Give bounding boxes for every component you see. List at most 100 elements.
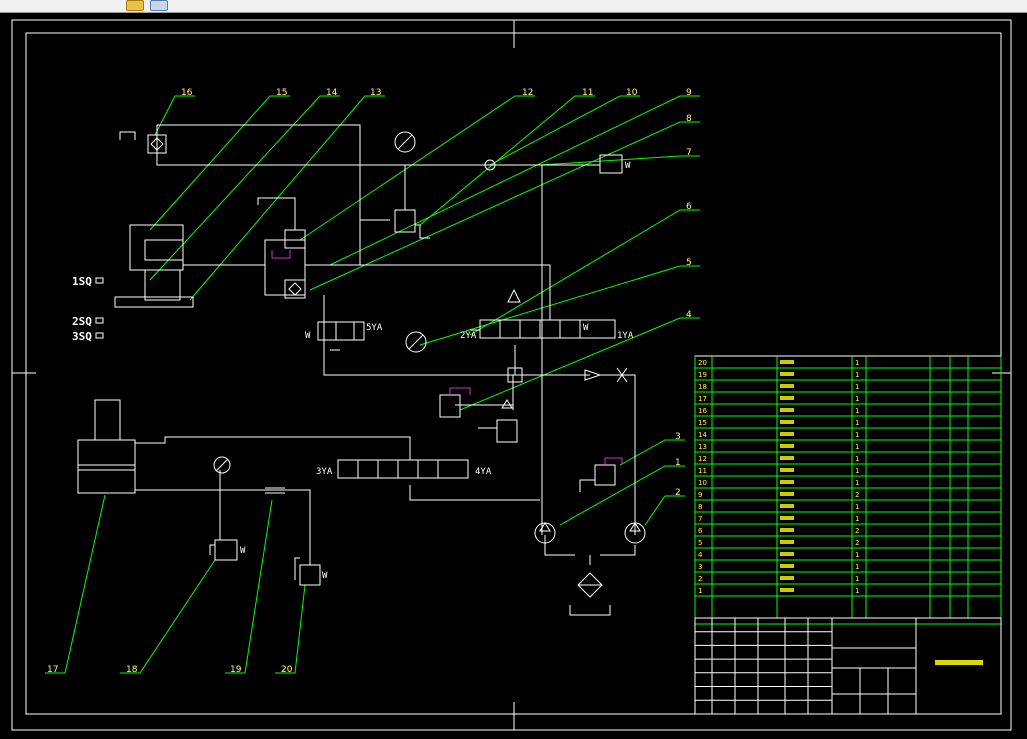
bom-row-number: 8	[698, 503, 702, 511]
bom-row-name-mark	[780, 456, 794, 460]
pressure-gauge-mid	[405, 331, 427, 353]
bom-row-name-mark	[780, 492, 794, 496]
bom-row-name-mark	[780, 396, 794, 400]
leader-lines	[45, 95, 700, 674]
bom-row-number: 11	[698, 467, 707, 475]
solenoid-valve-5ya: W 5YA	[305, 321, 383, 351]
bom-row-name-mark	[780, 480, 794, 484]
callout-3: 3	[675, 432, 681, 442]
callout-8: 8	[686, 114, 692, 124]
bom-row-number: 1	[698, 587, 702, 595]
junction-block	[507, 367, 523, 383]
bom-row-qty: 2	[855, 539, 859, 547]
callout-11: 11	[582, 88, 593, 98]
solenoid-valve-1ya-2ya: 2YA 1YA W	[460, 288, 634, 341]
solenoid-valve-3ya-4ya: 3YA 4YA	[316, 459, 492, 479]
callout-16: 16	[181, 88, 193, 98]
valve-7: W	[599, 154, 631, 174]
window-icon[interactable]	[150, 0, 168, 11]
bom-row-qty: 1	[855, 395, 859, 403]
callout-17: 17	[47, 665, 58, 675]
bom-row-number: 19	[698, 371, 707, 379]
bom-row-number: 9	[698, 491, 702, 499]
label-1sq: 1SQ	[72, 275, 92, 288]
outer-frame	[11, 19, 1012, 731]
bom-row-qty: 1	[855, 431, 859, 439]
bom-row-name-mark	[780, 516, 794, 520]
bom-row-qty: 1	[855, 503, 859, 511]
bom-row-qty: 1	[855, 563, 859, 571]
valve-1ya-w-label: W	[583, 323, 589, 333]
bom-row-number: 16	[698, 407, 707, 415]
bom-row-name-mark	[780, 528, 794, 532]
callout-numbers: 16 15 14 13 12 11 10 9 8 7 6 5 4 3 1 2 1…	[47, 88, 692, 675]
valve-18-w-label: W	[240, 546, 246, 556]
callout-6: 6	[686, 202, 692, 212]
toolbar-strip	[0, 0, 1027, 13]
valve-7-w-label: W	[625, 161, 631, 171]
bom-row-number: 3	[698, 563, 702, 571]
check-valve-11	[484, 159, 496, 171]
bom-row-qty: 1	[855, 383, 859, 391]
bom-row-name-mark	[780, 432, 794, 436]
pump-1	[534, 522, 556, 544]
folder-icon[interactable]	[126, 0, 144, 11]
bom-row-name-mark	[780, 576, 794, 580]
valve-20-w-label: W	[322, 571, 328, 581]
callout-9: 9	[686, 88, 692, 98]
title-block	[694, 617, 1002, 715]
callout-7: 7	[686, 148, 692, 158]
valve-5ya-w-label: W	[305, 331, 311, 341]
label-3sq: 3SQ	[72, 330, 92, 343]
relief-valve-4	[439, 387, 518, 443]
bom-row-qty: 1	[855, 443, 859, 451]
bom-row-number: 4	[698, 551, 703, 559]
bom-row-number: 20	[698, 359, 707, 367]
bom-row-name-mark	[780, 372, 794, 376]
pressure-gauge-left	[213, 456, 231, 474]
valve-13	[257, 197, 306, 299]
label-2ya: 2YA	[460, 331, 477, 341]
callout-14: 14	[326, 88, 338, 98]
bom-row-qty: 1	[855, 419, 859, 427]
bom-row-number: 2	[698, 575, 702, 583]
bom-row-qty: 1	[855, 407, 859, 415]
callout-20: 20	[281, 665, 293, 675]
callout-1: 1	[675, 458, 681, 468]
bom-row-qty: 1	[855, 587, 859, 595]
bom-row-qty: 2	[855, 491, 859, 499]
valve-16	[119, 131, 167, 154]
bom-row-name-mark	[780, 420, 794, 424]
callout-4: 4	[686, 310, 692, 320]
bom-row-qty: 1	[855, 515, 859, 523]
callout-15: 15	[276, 88, 287, 98]
bom-row-qty: 1	[855, 371, 859, 379]
label-5ya: 5YA	[366, 323, 383, 333]
bom-row-qty: 1	[855, 479, 859, 487]
hydraulic-schematic-drawing: 16 15 14 13 12 11 10 9 8 7 6 5 4 3 1 2 1…	[11, 19, 1012, 731]
bom-row-number: 6	[698, 527, 703, 535]
label-2sq: 2SQ	[72, 315, 92, 328]
bom-row-name-mark	[780, 444, 794, 448]
bom-row-name-mark	[780, 588, 794, 592]
bom-row-number: 17	[698, 395, 707, 403]
callout-18: 18	[126, 665, 138, 675]
bom-row-number: 5	[698, 539, 702, 547]
bom-row-number: 12	[698, 455, 707, 463]
bom-row-name-mark	[780, 552, 794, 556]
bom-row-name-mark	[780, 360, 794, 364]
pressure-gauge-top	[394, 131, 416, 153]
bom-row-number: 15	[698, 419, 707, 427]
callout-13: 13	[370, 88, 381, 98]
bom-row-qty: 1	[855, 575, 859, 583]
relief-valve-18: W	[209, 539, 246, 561]
pump-2	[624, 522, 646, 544]
upper-cylinder	[114, 224, 194, 308]
bom-row-number: 18	[698, 383, 707, 391]
bom-row-name-mark	[780, 468, 794, 472]
bom-row-number: 14	[698, 431, 707, 439]
callout-12: 12	[522, 88, 533, 98]
callout-19: 19	[230, 665, 242, 675]
travel-switches: 1SQ 2SQ 3SQ	[72, 275, 104, 343]
